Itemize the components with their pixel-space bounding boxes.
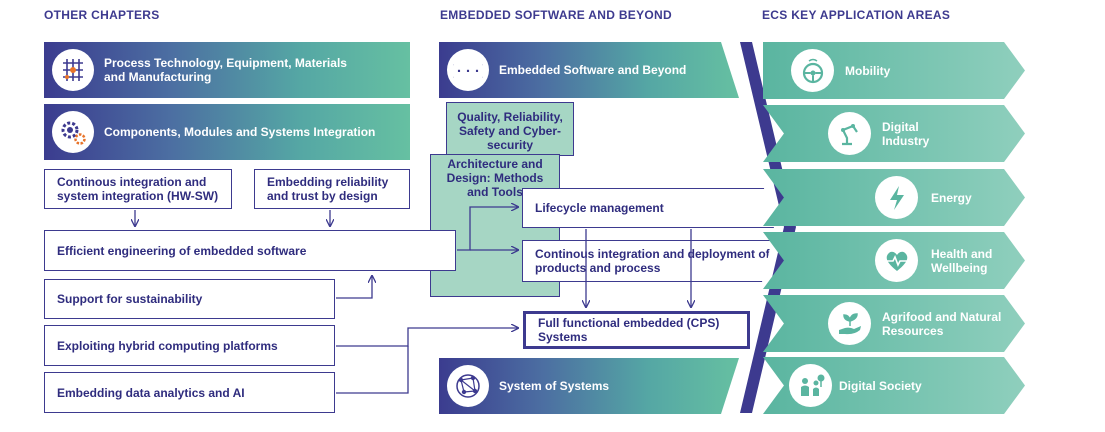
band-label: Process Technology, Equipment, Materials… — [104, 56, 347, 84]
box-hybrid-computing: Exploiting hybrid computing platforms — [44, 325, 335, 366]
area-health-wellbeing: Health and Wellbeing — [763, 232, 1025, 289]
area-energy: Energy — [763, 169, 1025, 226]
area-label: Agrifood and Natural Resources — [882, 309, 1002, 338]
hand-plant-icon — [828, 302, 871, 345]
box-full-functional: Full functional embedded (CPS) Systems — [523, 311, 750, 349]
area-label: Energy — [931, 190, 972, 205]
circuit-grid-icon — [52, 49, 94, 91]
box-efficient-engineering: Efficient engineering of embedded softwa… — [44, 230, 456, 271]
network-globe-icon — [447, 365, 489, 407]
band-embedded-software: {···} Embedded Software and Beyond — [439, 42, 739, 98]
svg-text:{···}: {···} — [453, 63, 483, 80]
header-other-chapters: OTHER CHAPTERS — [44, 8, 160, 22]
band-label: System of Systems — [499, 379, 610, 393]
area-digital-society: Digital Society — [763, 357, 1025, 414]
robot-arm-icon — [828, 112, 871, 155]
area-mobility: Mobility — [763, 42, 1025, 99]
box-data-analytics: Embedding data analytics and AI — [44, 372, 335, 413]
box-sustainability: Support for sustainability — [44, 279, 335, 319]
area-digital-industry: Digital Industry — [763, 105, 1025, 162]
area-label: Mobility — [845, 63, 891, 78]
band-components-modules: Components, Modules and Systems Integrat… — [44, 104, 410, 160]
box-lifecycle: Lifecycle management — [522, 188, 774, 228]
lightning-icon — [875, 176, 918, 219]
area-label: Digital Industry — [882, 119, 930, 148]
band-label: Components, Modules and Systems Integrat… — [104, 125, 376, 139]
box-ci-hw-sw: Continous integration and system integra… — [44, 169, 232, 209]
area-label: Health and Wellbeing — [931, 246, 993, 275]
gears-icon — [52, 111, 94, 153]
steering-wheel-icon — [791, 49, 834, 92]
band-system-of-systems: System of Systems — [439, 358, 739, 414]
box-architecture-label: Architecture and Design: Methods and Too… — [446, 157, 544, 199]
band-label: Embedded Software and Beyond — [499, 63, 687, 77]
header-embedded-software: EMBEDDED SOFTWARE AND BEYOND — [440, 8, 672, 22]
code-braces-icon: {···} — [447, 49, 489, 91]
box-embedding-reliability: Embedding reliability and trust by desig… — [254, 169, 410, 209]
area-label: Digital Society — [839, 378, 922, 393]
people-tree-icon — [789, 364, 832, 407]
band-process-technology: Process Technology, Equipment, Materials… — [44, 42, 410, 98]
heart-pulse-icon — [875, 239, 918, 282]
header-ecs-key-areas: ECS KEY APPLICATION AREAS — [762, 8, 951, 22]
box-quality-reliability: Quality, Reliability, Safety and Cyber-s… — [446, 102, 574, 156]
area-agrifood: Agrifood and Natural Resources — [763, 295, 1025, 352]
box-ci-deployment: Continous integration and deployment of … — [522, 240, 772, 282]
